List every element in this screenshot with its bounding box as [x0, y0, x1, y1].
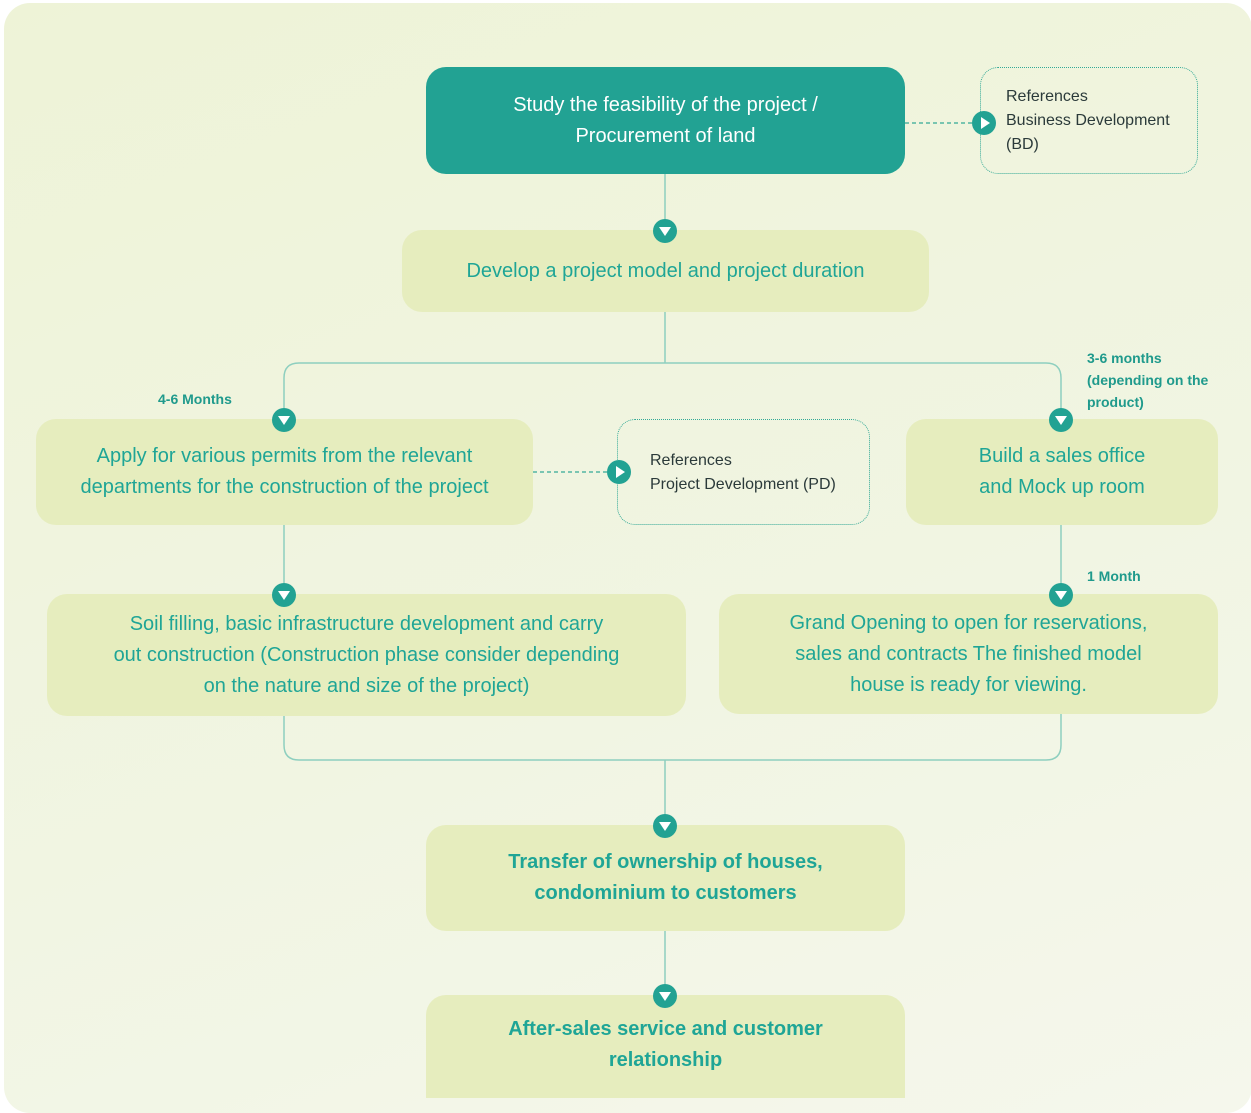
step-construction-label: Soil filling, basic infrastructure devel…	[113, 612, 620, 697]
step-sales-office-label: Build a sales office and Mock up room	[978, 445, 1146, 498]
step-permits-label: Apply for various permits from the relev…	[80, 445, 489, 498]
step-feasibility-label: Study the feasibility of the project / P…	[513, 93, 818, 147]
reference-business-development-label: References Business Development (BD)	[1006, 88, 1170, 153]
chevron-down-circle-icon	[1049, 583, 1073, 607]
connector-merge-bar	[283, 714, 1062, 761]
chevron-down-circle-icon	[653, 814, 677, 838]
chevron-down-circle-icon	[1049, 408, 1073, 432]
reference-project-development: References Project Development (PD)	[617, 419, 870, 525]
step-project-model: Develop a project model and project dura…	[402, 230, 929, 312]
step-transfer: Transfer of ownership of houses, condomi…	[426, 825, 905, 931]
chevron-down-circle-icon	[653, 984, 677, 1008]
duration-permits: 4-6 Months	[158, 391, 232, 407]
chevron-down-circle-icon	[272, 408, 296, 432]
play-circle-icon	[607, 460, 631, 484]
play-circle-icon	[972, 111, 996, 135]
step-permits: Apply for various permits from the relev…	[36, 419, 533, 525]
reference-business-development: References Business Development (BD)	[980, 67, 1198, 174]
duration-grand-opening: 1 Month	[1087, 568, 1141, 584]
step-construction: Soil filling, basic infrastructure devel…	[47, 594, 686, 716]
duration-sales-office: 3-6 months (depending on the product)	[1087, 350, 1209, 410]
reference-project-development-label: References Project Development (PD)	[650, 452, 836, 493]
step-after-sales-label: After-sales service and customer relatio…	[508, 1017, 823, 1071]
step-transfer-label: Transfer of ownership of houses, condomi…	[508, 851, 823, 904]
step-feasibility: Study the feasibility of the project / P…	[426, 67, 905, 174]
chevron-down-circle-icon	[272, 583, 296, 607]
connector-split-bar	[283, 362, 1062, 408]
step-grand-opening: Grand Opening to open for reservations, …	[719, 594, 1218, 714]
step-project-model-label: Develop a project model and project dura…	[466, 259, 865, 282]
step-sales-office: Build a sales office and Mock up room	[906, 419, 1218, 525]
step-after-sales: After-sales service and customer relatio…	[426, 995, 905, 1098]
step-grand-opening-label: Grand Opening to open for reservations, …	[789, 611, 1148, 696]
chevron-down-circle-icon	[653, 219, 677, 243]
